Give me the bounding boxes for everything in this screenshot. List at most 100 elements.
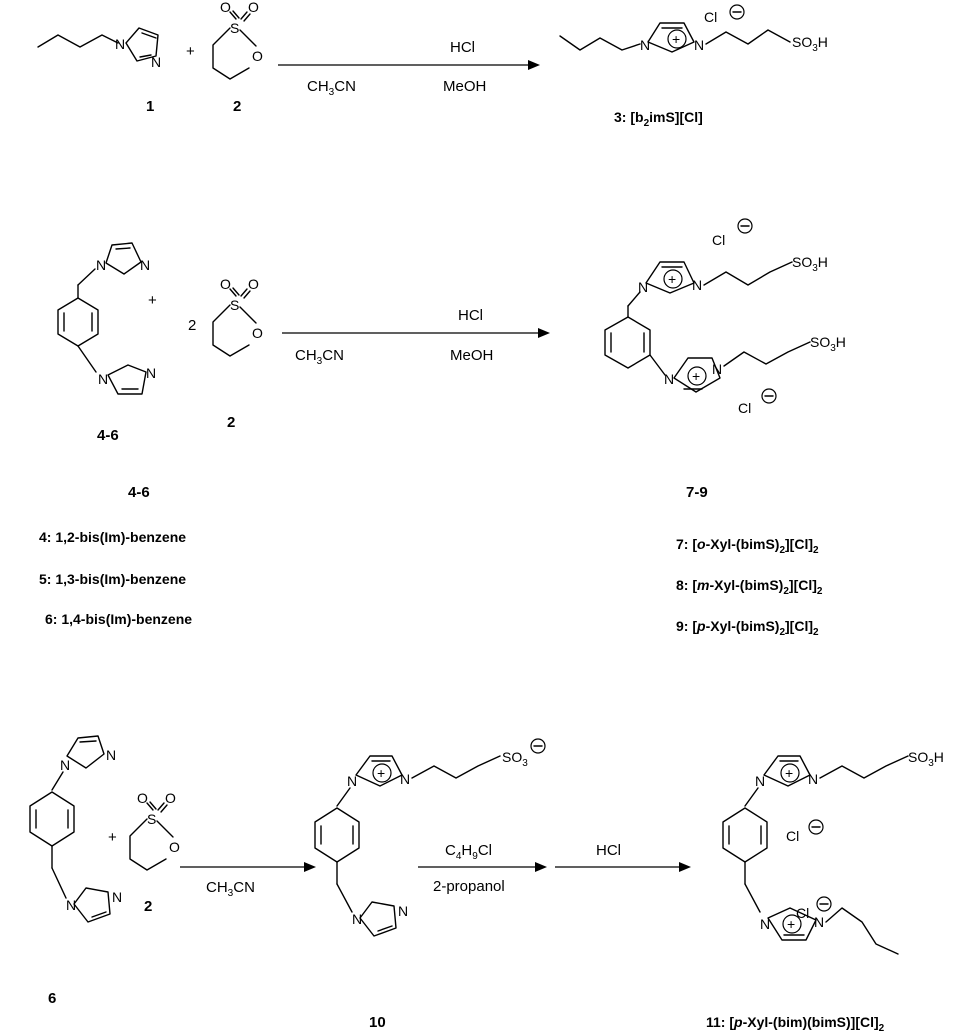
compound-7-label: 7: [o-Xyl-(bimS)2][Cl]2 xyxy=(676,536,819,556)
scheme-2: N N N N 4-6 + 2 S O O O 2 HCl CH3 xyxy=(39,218,846,638)
sulfonic-acid-group: SO3H xyxy=(908,749,944,769)
compound-4-label: 4: 1,2-bis(Im)-benzene xyxy=(39,529,186,545)
n-atom: N xyxy=(146,365,156,381)
compound-2-number: 2 xyxy=(233,98,241,115)
arrow-head xyxy=(538,328,550,338)
arrow-head xyxy=(304,862,316,872)
sulfonic-acid-group: SO3H xyxy=(810,334,846,354)
compound-3-structure: + N N SO3H Cl xyxy=(559,4,828,54)
compound-8-label: 8: [m-Xyl-(bimS)2][Cl]2 xyxy=(676,577,823,597)
compound-2-structure: S O O O xyxy=(212,276,263,357)
negative-charge-icon xyxy=(808,819,824,835)
compound-1-structure: N N xyxy=(37,27,161,70)
reactant-group-label: 4-6 xyxy=(128,484,150,501)
plus-charge: + xyxy=(787,916,795,932)
stoichiometric-coefficient: 2 xyxy=(188,317,196,334)
plus-charge: + xyxy=(785,765,793,781)
n-atom: N xyxy=(96,257,106,273)
sulfonic-acid-group: SO3H xyxy=(792,34,828,54)
s-atom: S xyxy=(230,297,239,313)
negative-charge-icon xyxy=(530,738,546,754)
compound-6-label: 6: 1,4-bis(Im)-benzene xyxy=(45,611,192,627)
compound-10-structure: + N N SO3 N N xyxy=(314,738,546,937)
n-atom: N xyxy=(694,37,704,53)
arrow-head xyxy=(535,862,547,872)
n-atom: N xyxy=(347,773,357,789)
solvent-ch3cn: CH3CN xyxy=(295,347,344,367)
positive-charge-icon xyxy=(667,29,687,49)
solvent-ch3cn: CH3CN xyxy=(206,879,255,899)
n-atom: N xyxy=(400,771,410,787)
arrow-head xyxy=(528,60,540,70)
chloride-counterion: Cl xyxy=(796,905,809,921)
n-atom: N xyxy=(106,747,116,763)
plus-charge: + xyxy=(377,765,385,781)
o-atom: O xyxy=(169,839,180,855)
o-atom: O xyxy=(220,0,231,15)
positive-charge-icon xyxy=(687,366,707,386)
reagent-hcl: HCl xyxy=(450,39,475,56)
compound-4-6-number: 4-6 xyxy=(97,427,119,444)
n-atom: N xyxy=(755,773,765,789)
plus-charge: + xyxy=(692,368,700,384)
o-atom: O xyxy=(220,276,231,292)
plus-sign: + xyxy=(108,829,117,846)
scheme-1: N N 1 + S O O O 2 HCl CH3CN MeOH xyxy=(37,0,828,129)
o-atom: O xyxy=(248,276,259,292)
compound-3-label: 3: [b2imS][Cl] xyxy=(614,109,703,129)
n-atom: N xyxy=(115,36,125,52)
solvent-ch3cn: CH3CN xyxy=(307,78,356,98)
n-atom: N xyxy=(692,277,702,293)
reagent-hcl: HCl xyxy=(596,842,621,859)
compound-11-structure: + N N SO3H Cl Cl + N N xyxy=(722,749,944,955)
o-atom: O xyxy=(137,790,148,806)
n-atom: N xyxy=(638,279,648,295)
positive-charge-icon xyxy=(782,914,802,934)
n-atom: N xyxy=(814,914,824,930)
scheme-3: N N N N 6 + S O O O 2 xyxy=(29,735,944,1034)
chloride-counterion: Cl xyxy=(712,232,725,248)
compound-5-label: 5: 1,3-bis(Im)-benzene xyxy=(39,571,186,587)
compound-2-structure: S O O O xyxy=(212,0,263,80)
n-atom: N xyxy=(98,371,108,387)
chloride-counterion: Cl xyxy=(704,9,717,25)
compound-7-9-structure: Cl + N N SO3H + N N SO3H Cl xyxy=(604,218,846,416)
n-atom: N xyxy=(808,771,818,787)
positive-charge-icon xyxy=(663,269,683,289)
compound-1-number: 1 xyxy=(146,98,154,115)
n-atom: N xyxy=(352,911,362,927)
positive-charge-icon xyxy=(780,763,800,783)
s-atom: S xyxy=(147,811,156,827)
n-atom: N xyxy=(760,916,770,932)
compound-6-number: 6 xyxy=(48,990,56,1007)
compound-6-structure: N N N N xyxy=(29,735,122,923)
plus-sign: + xyxy=(186,43,195,60)
o-atom: O xyxy=(248,0,259,15)
compound-2-structure: S O O O xyxy=(129,790,180,871)
o-atom: O xyxy=(252,48,263,64)
solvent-meoh: MeOH xyxy=(443,78,486,95)
arrow-head xyxy=(679,862,691,872)
n-atom: N xyxy=(712,361,722,377)
n-atom: N xyxy=(112,889,122,905)
negative-charge-icon xyxy=(761,388,777,404)
n-atom: N xyxy=(60,757,70,773)
o-atom: O xyxy=(165,790,176,806)
sulfonic-acid-group: SO3H xyxy=(792,254,828,274)
n-atom: N xyxy=(640,37,650,53)
reagent-hcl: HCl xyxy=(458,307,483,324)
chloride-counterion: Cl xyxy=(738,400,751,416)
chloride-counterion: Cl xyxy=(786,828,799,844)
n-atom: N xyxy=(140,257,150,273)
compound-2-number: 2 xyxy=(227,414,235,431)
compound-2-number: 2 xyxy=(144,898,152,915)
negative-charge-icon xyxy=(737,218,753,234)
plus-charge: + xyxy=(668,271,676,287)
solvent-meoh: MeOH xyxy=(450,347,493,364)
negative-charge-icon xyxy=(816,896,832,912)
s-atom: S xyxy=(230,20,239,36)
product-group-label: 7-9 xyxy=(686,484,708,501)
positive-charge-icon xyxy=(372,763,392,783)
solvent-2-propanol: 2-propanol xyxy=(433,878,505,895)
